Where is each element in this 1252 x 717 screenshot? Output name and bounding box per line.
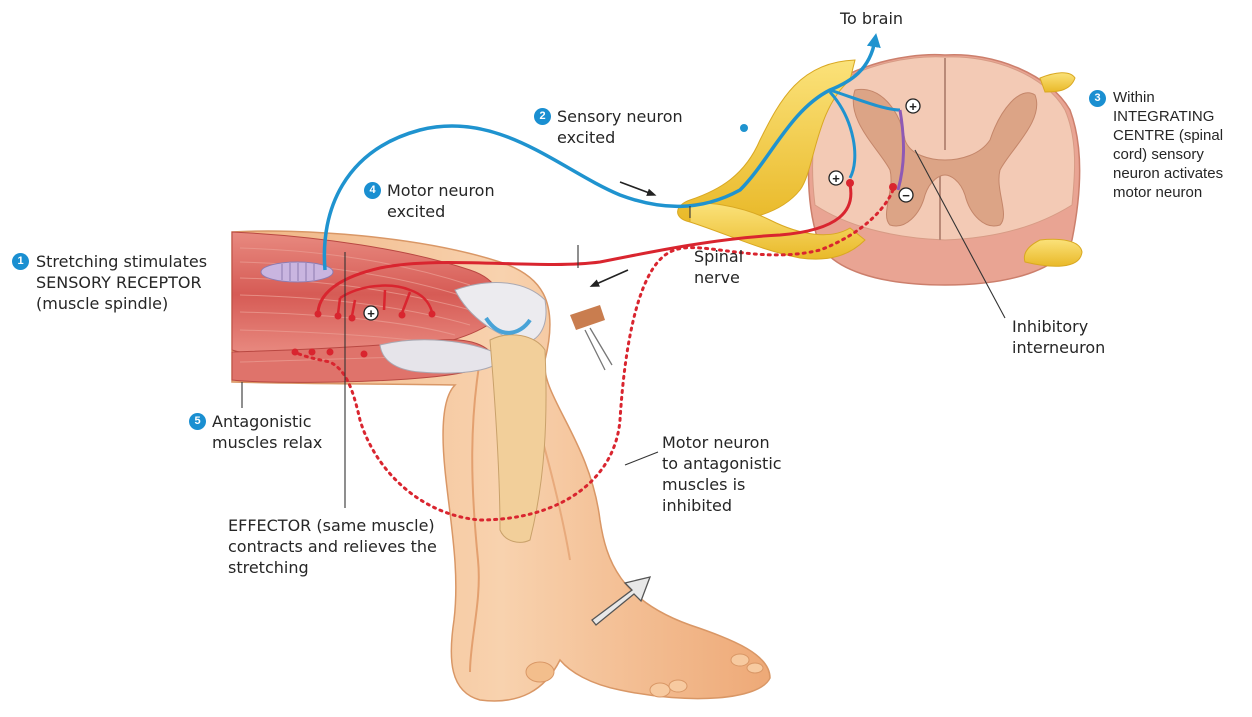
synapse-plus-2: +	[832, 171, 840, 186]
step-4-label: Motor neuron excited	[387, 180, 495, 222]
step-3-label: Within INTEGRATING CENTRE (spinal cord) …	[1113, 88, 1223, 202]
synapse-plus-3: +	[367, 306, 375, 321]
synapse-minus: −	[902, 188, 910, 203]
to-brain-label: To brain	[840, 8, 903, 29]
effector-label: EFFECTOR (same muscle) contracts and rel…	[228, 515, 437, 578]
motor-inhibited-label: Motor neuron to antagonistic muscles is …	[662, 432, 782, 516]
step-1-label: Stretching stimulates SENSORY RECEPTOR (…	[36, 251, 207, 314]
sensory-direction-arrow	[620, 182, 652, 194]
step-5-label: Antagonistic muscles relax	[212, 411, 322, 453]
step-2-label: Sensory neuron excited	[557, 106, 683, 148]
motor-direction-arrow	[594, 270, 628, 285]
spinal-nerve-label: Spinal nerve	[694, 246, 743, 288]
inhibitory-interneuron-label: Inhibitory interneuron	[1012, 316, 1105, 358]
step-5-badge: 5	[189, 413, 206, 430]
step-2-badge: 2	[534, 108, 551, 125]
step-3-badge: 3	[1089, 90, 1106, 107]
step-4-badge: 4	[364, 182, 381, 199]
step-1-badge: 1	[12, 253, 29, 270]
synapse-plus-1: +	[909, 99, 917, 114]
muscle-spindle	[261, 262, 333, 282]
